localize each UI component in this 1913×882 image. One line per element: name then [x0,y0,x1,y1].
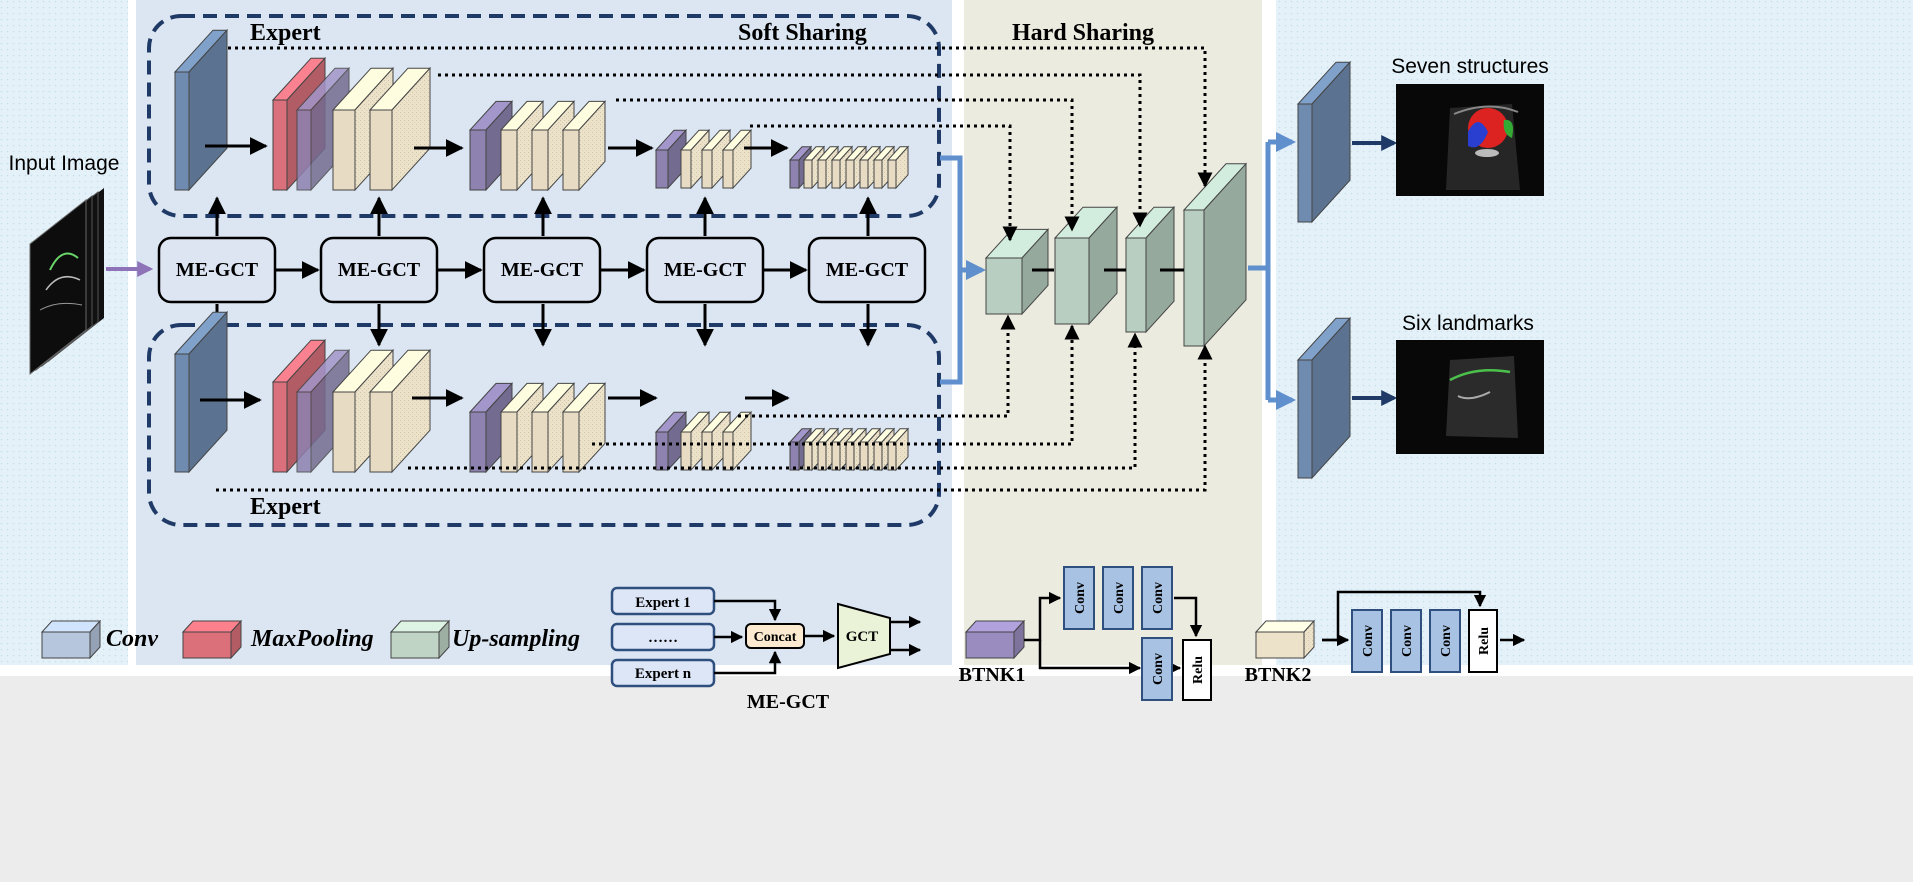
legend-btnk2-label: BTNK2 [1245,664,1312,686]
btnk1-conv-3: Conv [1151,582,1166,614]
btnk2-conv-2: Conv [1400,625,1415,657]
expert-top-label: Expert [250,20,321,46]
expert-bottom-stage4-btnk2-2 [816,427,840,472]
seven-structures-image [1396,84,1544,196]
expert-top-stage3-btnk1 [654,128,688,190]
hard-sharing-blocks [984,162,1248,348]
btnk2-relu: Relu [1477,627,1492,655]
legend-upsample-label: Up-sampling [452,626,580,652]
me-gct-node-1: ME-GCT [157,236,277,304]
expert-bottom-btnk2-block-2 [368,348,432,474]
me-gct-node-3: ME-GCT [482,236,602,304]
six-landmarks-image [1396,340,1544,454]
legend-btnk1-label: BTNK1 [959,664,1026,686]
legend-panel [0,676,1913,882]
me-gct-node-5: ME-GCT [807,236,927,304]
svg-text:ME-GCT: ME-GCT [338,259,421,281]
legend-btnk1: BTNK1 Conv Conv Conv Conv Relu [959,566,1212,701]
me-gct-node-2: ME-GCT [319,236,439,304]
seven-structures-label: Seven structures [1391,55,1549,78]
expert-top-stage3-btnk2-3 [721,128,753,190]
legend-maxpool-cube [181,619,243,660]
btnk1-conv-1: Conv [1073,582,1088,614]
input-image-label: Input Image [9,152,120,175]
hard-upsample-4 [1182,162,1248,348]
legend-btnk2-cube [1254,619,1316,660]
legend-expert-dots: …… [648,630,678,646]
expert-bottom-stage2-btnk2-3 [561,382,607,474]
legend-me-gct-caption: ME-GCT [747,691,830,713]
output-panel [1276,0,1913,665]
svg-text:ME-GCT: ME-GCT [826,259,909,281]
soft-sharing-label: Soft Sharing [738,20,867,46]
legend-btnk2: BTNK2 Conv Conv Conv Relu [1245,590,1526,686]
btnk1-conv-2: Conv [1112,582,1127,614]
hard-sharing-label: Hard Sharing [1012,20,1154,46]
six-landmarks-label: Six landmarks [1402,312,1534,335]
expert-bottom-stage3-btnk2-3 [721,410,753,472]
expert-to-hard-arrows [940,155,986,385]
btnk2-conv-1: Conv [1361,625,1376,657]
output-top-conv [1296,60,1352,224]
btnk2-conv-3: Conv [1439,625,1454,657]
legend-expert1: Expert 1 [635,595,690,611]
expert-top-btnk2-block-2 [368,66,432,192]
svg-text:ME-GCT: ME-GCT [664,259,747,281]
legend-expertn: Expert n [635,666,692,682]
svg-text:ME-GCT: ME-GCT [501,259,584,281]
output-conv-blocks [1296,60,1352,480]
btnk1-conv-4: Conv [1151,653,1166,685]
output-split-arrows [1248,132,1296,410]
legend-gct: GCT [846,629,879,645]
legend-concat: Concat [754,630,797,645]
legend-conv-label: Conv [106,626,158,652]
expert-bottom-stage3-btnk1 [654,410,688,472]
legend-conv-cube [40,619,102,660]
expert-bottom-conv-block [173,310,229,474]
me-gct-vertical-arrows [208,196,877,347]
legend-me-gct: Expert 1 …… Expert n Concat GCT ME-GCT [610,586,922,713]
input-image-stack [29,188,104,376]
output-arrows [1352,135,1398,406]
legend-upsample-cube [389,619,451,660]
expert-bottom-blocks [173,310,910,474]
expert-bottom-stage4-btnk2-7 [886,427,910,472]
legend-btnk1-cube [964,619,1026,660]
hard-upsample-1 [984,228,1050,316]
output-bottom-conv [1296,316,1352,480]
expert-top-btnk1-block [295,66,351,192]
legend-cubes [40,619,1316,660]
svg-text:ME-GCT: ME-GCT [176,259,259,281]
expert-bottom-stage3-btnk2-2 [700,410,732,472]
expert-top-blocks [173,28,910,192]
expert-top-stage4-btnk2-7 [886,145,910,190]
btnk1-relu: Relu [1191,656,1206,684]
legend-maxpool-label: MaxPooling [250,626,374,652]
expert-top-stage3-btnk2-1 [679,128,711,190]
expert-bottom-label: Expert [250,494,321,520]
expert-flow-arrows [200,137,790,409]
skip-connections [216,46,1213,492]
expert-top-conv-block [173,28,229,192]
me-gct-node-4: ME-GCT [645,236,765,304]
expert-top-stage2-btnk2-3 [561,100,607,192]
